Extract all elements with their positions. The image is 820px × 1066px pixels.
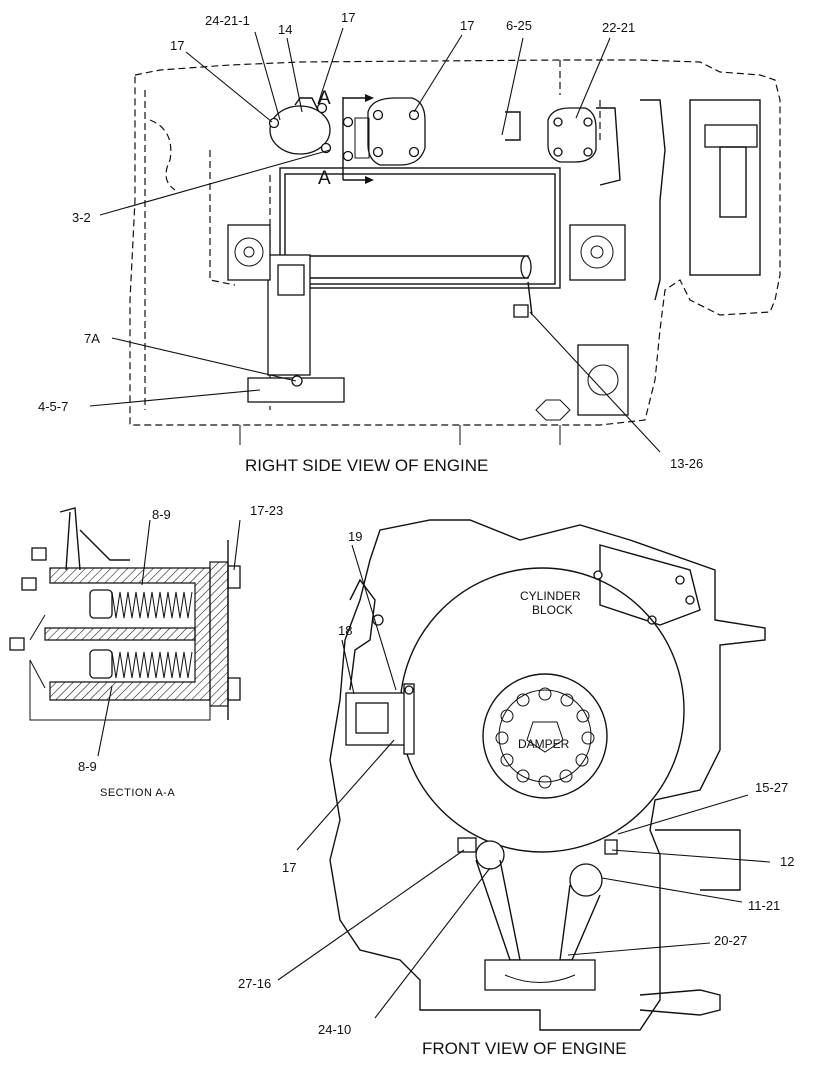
- section-cut-marker: [342, 94, 374, 184]
- damper-hub: [526, 721, 564, 753]
- callout-24-21-1: 24-21-1: [205, 13, 250, 28]
- sensor-assembly: [345, 578, 415, 755]
- right-block: [689, 99, 761, 276]
- right-rail: [640, 99, 666, 301]
- callout-13-26: 13-26: [670, 456, 703, 471]
- right-bracket: [655, 829, 741, 891]
- right-cap: [704, 124, 758, 148]
- filter-cap: [277, 264, 305, 296]
- bolt-13: [513, 304, 529, 318]
- section-end-cover: [209, 561, 229, 707]
- callout-17-top-a: 17: [341, 10, 355, 25]
- spring-lower: [89, 649, 193, 679]
- callout-14: 14: [278, 22, 292, 37]
- cylinder-frame-inner: [284, 173, 556, 285]
- tube-end: [520, 255, 532, 279]
- damper-outer: [482, 673, 608, 799]
- callout-20-27: 20-27: [714, 933, 747, 948]
- callout-3-2: 3-2: [72, 210, 91, 225]
- front-housing-cover: [599, 544, 701, 626]
- damper-label: DAMPER: [518, 737, 570, 751]
- cylinder-block-label-2: BLOCK: [532, 603, 573, 617]
- front-engine-outline: [329, 519, 766, 1031]
- spring-upper: [89, 589, 193, 619]
- small-block: [505, 111, 521, 141]
- callout-19: 19: [348, 529, 362, 544]
- callout-18: 18: [338, 623, 352, 638]
- section-divider: [44, 627, 196, 641]
- right-side-view: A A: [129, 59, 781, 445]
- callout-17-front: 17: [282, 860, 296, 875]
- callout-22-21: 22-21: [602, 20, 635, 35]
- section-mount: [29, 614, 211, 721]
- drain-plug: [291, 375, 303, 387]
- section-marker-bottom: A: [318, 168, 331, 189]
- damper-holes: [495, 687, 595, 789]
- horizontal-tube: [310, 255, 529, 279]
- right-side-callouts: 24-21-1 14 17 17 17 6-25 22-21 3-2 7A 4-…: [38, 10, 703, 475]
- front-callouts: 19 18 17 15-27 12 11-21 20-27 27-16 24-1…: [238, 529, 794, 1058]
- bottom-ticks: [239, 425, 561, 445]
- mount-pads: [227, 224, 629, 421]
- callout-27-16: 27-16: [238, 976, 271, 991]
- callout-7a: 7A: [84, 331, 100, 346]
- cylinder-frame: [279, 167, 561, 289]
- front-view-title: FRONT VIEW OF ENGINE: [422, 1039, 627, 1058]
- section-flange: [79, 529, 130, 561]
- callout-17-top-c: 17: [460, 18, 474, 33]
- right-stem: [719, 146, 747, 218]
- callout-17-top-b: 17: [170, 38, 184, 53]
- section-stud-top: [59, 507, 81, 571]
- callout-15-27: 15-27: [755, 780, 788, 795]
- callout-4-5-7: 4-5-7: [38, 399, 68, 414]
- callout-11-21: 11-21: [748, 898, 780, 913]
- section-a-a: 8-9 17-23 8-9 SECTION A-A: [9, 503, 283, 799]
- lower-idlers: [457, 837, 618, 991]
- cover-plate-6: [354, 97, 426, 166]
- callout-8-9-bottom: 8-9: [78, 759, 97, 774]
- tube-bracket: [527, 281, 533, 316]
- cover-plate-22: [547, 107, 621, 186]
- callout-12: 12: [780, 854, 794, 869]
- section-title: SECTION A-A: [100, 787, 175, 799]
- valve-assembly-left: [268, 97, 332, 155]
- cylinder-block-label-1: CYLINDER: [520, 589, 581, 603]
- callout-6-25: 6-25: [506, 18, 532, 33]
- damper-inner: [498, 689, 592, 783]
- engine-outline-dashed: [129, 59, 781, 426]
- right-side-view-title: RIGHT SIDE VIEW OF ENGINE: [245, 456, 488, 475]
- bottom-right-fitting: [639, 989, 721, 1016]
- callout-8-9-top: 8-9: [152, 507, 171, 522]
- callout-17-23: 17-23: [250, 503, 283, 518]
- front-view: CYLINDER BLOCK DAMPER: [329, 519, 766, 1031]
- engine-inner-dashed: [144, 60, 601, 410]
- callout-24-10: 24-10: [318, 1022, 351, 1037]
